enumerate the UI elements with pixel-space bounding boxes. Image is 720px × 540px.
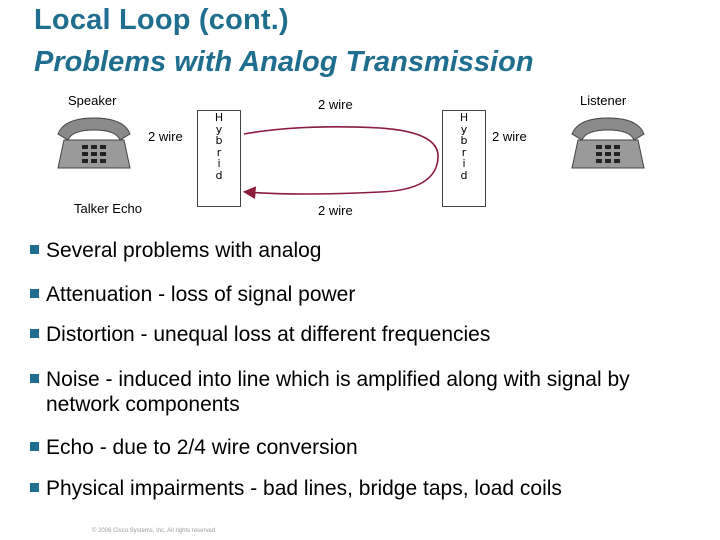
hybrid-letter: i xyxy=(462,157,466,170)
bullet-marker xyxy=(30,442,39,451)
bullet-marker xyxy=(30,483,39,492)
bullet-marker xyxy=(30,245,39,254)
right-hybrid-box: H y b r i d xyxy=(442,110,486,207)
bullet-text: Several problems with analog xyxy=(46,239,322,262)
listener-label: Listener xyxy=(580,93,627,108)
hybrid-letter: r xyxy=(461,145,467,159)
hybrid-letter: d xyxy=(460,168,468,182)
top-wire-label: 2 wire xyxy=(318,97,353,112)
hybrid-letter: d xyxy=(215,168,223,182)
bullet-item: Echo - due to 2/4 wire conversion xyxy=(30,435,358,460)
bullet-text: Distortion - unequal loss at different f… xyxy=(46,323,491,346)
speaker-label: Speaker xyxy=(68,93,117,108)
hybrid-letter: H xyxy=(459,111,469,124)
bullet-marker xyxy=(30,329,39,338)
bullet-marker xyxy=(30,289,39,298)
bullet-text: Echo - due to 2/4 wire conversion xyxy=(46,436,358,459)
bullet-item: Physical impairments - bad lines, bridge… xyxy=(30,476,562,501)
hybrid-letter: i xyxy=(217,157,221,170)
hybrid-letter: b xyxy=(215,134,223,147)
hybrid-letter: b xyxy=(460,134,468,147)
title-line-2: Problems with Analog Transmission xyxy=(34,46,534,78)
bullet-item: Noise - induced into line which is ampli… xyxy=(30,367,690,417)
bullet-text: Physical impairments - bad lines, bridge… xyxy=(46,477,562,500)
bullet-item: Distortion - unequal loss at different f… xyxy=(30,322,490,347)
left-hybrid-box: H y b r i d xyxy=(197,110,241,207)
speaker-telephone-icon xyxy=(57,117,131,169)
talker-echo-arrow xyxy=(242,126,439,200)
listener-telephone-icon xyxy=(571,117,645,169)
hybrid-letter: y xyxy=(460,122,468,136)
hybrid-letter: r xyxy=(216,145,222,159)
talker-echo-label: Talker Echo xyxy=(74,201,142,216)
left-wire-label: 2 wire xyxy=(148,129,183,144)
bottom-wire-label: 2 wire xyxy=(318,203,353,218)
bullet-text: Attenuation - loss of signal power xyxy=(46,283,356,306)
bullet-text: Noise - induced into line which is ampli… xyxy=(46,368,630,416)
bullet-marker xyxy=(30,374,39,383)
bullet-item: Several problems with analog xyxy=(30,238,321,263)
title-line-1: Local Loop (cont.) xyxy=(34,4,289,36)
bullet-item: Attenuation - loss of signal power xyxy=(30,282,355,307)
hybrid-letter: y xyxy=(215,122,223,136)
copyright-footer: © 2006 Cisco Systems, Inc. All rights re… xyxy=(92,528,217,534)
right-wire-label: 2 wire xyxy=(492,129,527,144)
hybrid-letter: H xyxy=(214,111,224,124)
